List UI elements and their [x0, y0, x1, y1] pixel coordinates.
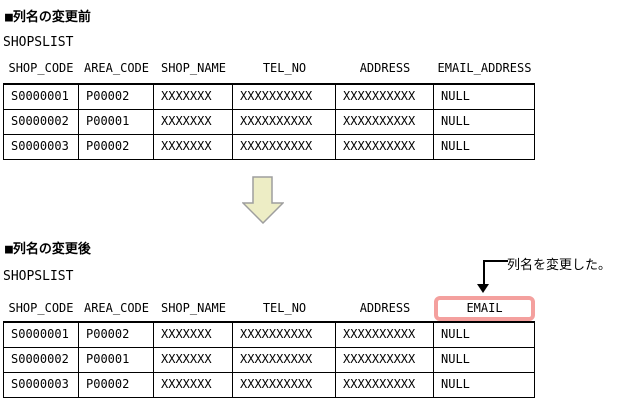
table-cell: NULL — [441, 327, 470, 341]
table-cell: S0000001 — [4, 323, 79, 347]
table-row: S0000003 P00002 XXXXXXX XXXXXXXXXX XXXXX… — [4, 373, 534, 397]
table-cell: XXXXXXX — [154, 135, 233, 159]
before-table-name: SHOPSLIST — [3, 35, 74, 50]
table-cell: P00002 — [79, 135, 154, 159]
table-cell: XXXXXXXXXX — [336, 135, 434, 159]
column-header: SHOP_NAME — [160, 301, 227, 315]
before-column-header-row: SHOP_CODE AREA_CODE SHOP_NAME TEL_NO ADD… — [3, 61, 535, 75]
after-column-header-row: SHOP_CODE AREA_CODE SHOP_NAME TEL_NO ADD… — [3, 295, 535, 321]
table-cell: S0000001 — [4, 85, 79, 109]
table-row: S0000001 P00002 XXXXXXX XXXXXXXXXX XXXXX… — [4, 323, 534, 348]
table-cell: NULL — [441, 89, 470, 103]
table-cell: XXXXXXXXXX — [233, 373, 336, 397]
table-cell: P00001 — [79, 348, 154, 372]
column-header-highlighted: EMAIL — [434, 295, 535, 321]
table-cell: NULL — [441, 352, 470, 366]
annotation-text: 列名を変更した。 — [507, 258, 612, 273]
table-cell: XXXXXXXXXX — [336, 373, 434, 397]
column-header: TEL_NO — [262, 61, 307, 75]
table-row: S0000001 P00002 XXXXXXX XXXXXXXXXX XXXXX… — [4, 85, 534, 110]
annotation-line-horizontal — [483, 260, 508, 262]
column-header: SHOP_CODE — [8, 301, 74, 315]
table-cell: XXXXXXXXXX — [233, 348, 336, 372]
table-cell: XXXXXXXXXX — [336, 110, 434, 134]
annotation-line-vertical — [483, 260, 485, 285]
down-arrow-icon — [242, 176, 284, 224]
table-cell: XXXXXXXXXX — [336, 348, 434, 372]
table-cell: XXXXXXXXXX — [233, 323, 336, 347]
table-cell: XXXXXXXXXX — [336, 85, 434, 109]
column-header: AREA_CODE — [83, 61, 150, 75]
table-cell: P00002 — [79, 323, 154, 347]
table-cell: XXXXXXXXXX — [336, 323, 434, 347]
table-cell: XXXXXXX — [154, 110, 233, 134]
after-table: S0000001 P00002 XXXXXXX XXXXXXXXXX XXXXX… — [3, 321, 535, 398]
column-header: SHOP_CODE — [8, 61, 74, 75]
column-header: SHOP_NAME — [160, 61, 227, 75]
table-cell: S0000002 — [4, 110, 79, 134]
table-cell: XXXXXXX — [154, 373, 233, 397]
table-cell: S0000003 — [4, 373, 79, 397]
table-cell: XXXXXXXXXX — [233, 110, 336, 134]
table-cell: XXXXXXXXXX — [233, 85, 336, 109]
table-cell: S0000003 — [4, 135, 79, 159]
column-header: EMAIL_ADDRESS — [437, 61, 532, 75]
table-cell: XXXXXXX — [154, 85, 233, 109]
table-row: S0000003 P00002 XXXXXXX XXXXXXXXXX XXXXX… — [4, 135, 534, 159]
table-cell: NULL — [441, 139, 470, 153]
column-header: TEL_NO — [262, 301, 307, 315]
table-cell: XXXXXXX — [154, 323, 233, 347]
table-cell: S0000002 — [4, 348, 79, 372]
table-cell: P00002 — [79, 373, 154, 397]
renamed-column-highlight-box: EMAIL — [434, 295, 535, 321]
table-row: S0000002 P00001 XXXXXXX XXXXXXXXXX XXXXX… — [4, 348, 534, 373]
table-cell: NULL — [441, 114, 470, 128]
table-cell: NULL — [441, 377, 470, 391]
table-cell: XXXXXXXXXX — [233, 135, 336, 159]
table-cell: P00002 — [79, 85, 154, 109]
column-header: EMAIL — [466, 301, 503, 315]
column-header: ADDRESS — [359, 61, 411, 75]
table-cell: XXXXXXX — [154, 348, 233, 372]
before-table: S0000001 P00002 XXXXXXX XXXXXXXXXX XXXXX… — [3, 83, 535, 160]
table-row: S0000002 P00001 XXXXXXX XXXXXXXXXX XXXXX… — [4, 110, 534, 135]
down-arrow-shape — [242, 176, 284, 224]
column-header: AREA_CODE — [83, 301, 150, 315]
annotation-arrowhead-icon — [477, 284, 489, 293]
table-cell: P00001 — [79, 110, 154, 134]
before-section-heading: ■列名の変更前 — [5, 10, 91, 25]
column-header: ADDRESS — [359, 301, 411, 315]
after-section-heading: ■列名の変更後 — [5, 242, 91, 257]
after-table-name: SHOPSLIST — [3, 269, 74, 284]
